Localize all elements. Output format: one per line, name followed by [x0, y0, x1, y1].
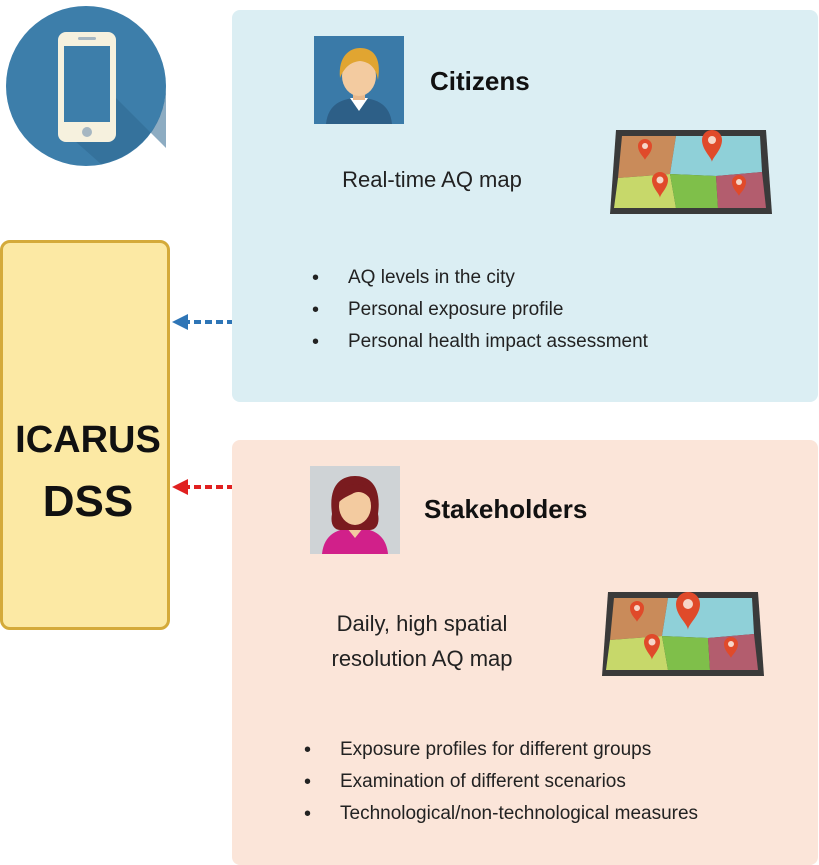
stakeholders-bullet-list: Exposure profiles for different groups E…: [300, 734, 698, 830]
dss-title-line2: DSS: [42, 477, 134, 526]
list-item: AQ levels in the city: [308, 262, 648, 294]
city-map-icon: [610, 130, 772, 214]
map-pin-icon: [702, 130, 722, 162]
citizens-map-label: Real-time AQ map: [342, 167, 522, 192]
icarus-dss-box: ICARUS DSS: [0, 240, 170, 630]
list-item: Personal exposure profile: [308, 294, 648, 326]
citizens-bullet-list: AQ levels in the city Personal exposure …: [308, 262, 648, 358]
citizens-title: Citizens: [430, 66, 530, 96]
dss-title-line1: ICARUS: [15, 419, 161, 461]
stakeholders-map-label: Daily, high spatial resolution AQ map: [292, 606, 552, 676]
smartphone-icon: [6, 6, 166, 166]
list-item: Technological/non-technological measures: [300, 798, 698, 830]
stakeholders-map-label-line2: resolution AQ map: [331, 646, 513, 671]
list-item: Personal health impact assessment: [308, 326, 648, 358]
city-map-icon: [602, 592, 764, 676]
stakeholders-arrow: [172, 479, 234, 495]
list-item: Exposure profiles for different groups: [300, 734, 698, 766]
citizens-arrow: [172, 314, 234, 330]
female-avatar-icon: [310, 466, 400, 554]
male-avatar-icon: [314, 36, 404, 124]
citizens-panel: Citizens Real-time AQ map AQ levels in t…: [232, 10, 818, 402]
stakeholders-title: Stakeholders: [424, 494, 588, 524]
stakeholders-map-label-line1: Daily, high spatial: [336, 611, 508, 636]
map-pin-icon: [676, 592, 700, 630]
stakeholders-panel: Stakeholders Daily, high spatial resolut…: [232, 440, 818, 865]
list-item: Examination of different scenarios: [300, 766, 698, 798]
